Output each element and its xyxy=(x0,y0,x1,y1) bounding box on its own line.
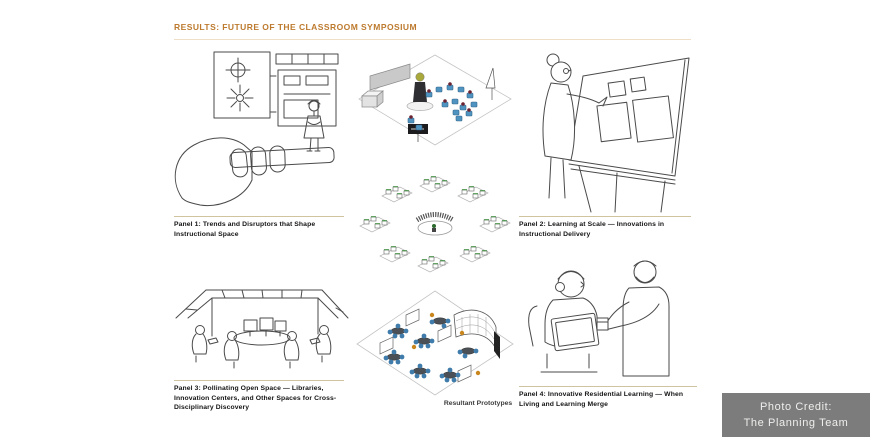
panel1-caption: Panel 1: Trends and Disruptors that Shap… xyxy=(174,221,316,238)
photo-credit-badge: Photo Credit: The Planning Team xyxy=(722,393,870,437)
room-drawing xyxy=(175,289,349,346)
facilitator-drawing xyxy=(542,53,608,199)
accent-chairs xyxy=(411,312,481,376)
flipchart xyxy=(485,67,496,89)
infographic-panels-drawing xyxy=(213,51,339,127)
center-platform xyxy=(415,212,455,236)
seated-learner-drawing xyxy=(528,270,600,373)
prototype-radial-cluster-illustration xyxy=(354,176,516,282)
panel3-caption-rule xyxy=(174,380,344,382)
page-title: RESULTS: FUTURE OF THE CLASSROOM SYMPOSI… xyxy=(174,22,418,32)
screen xyxy=(369,63,411,91)
standing-man-drawing xyxy=(596,260,670,377)
panel3-caption: Panel 3: Pollinating Open Space — Librar… xyxy=(174,385,337,412)
people-drawing xyxy=(191,325,332,369)
title-underline xyxy=(174,39,691,40)
photo-credit-line2: The Planning Team xyxy=(743,416,849,429)
panel4-caption: Panel 4: Innovative Residential Learning… xyxy=(519,391,684,408)
remote-device-drawing xyxy=(229,147,335,168)
hand-drawing xyxy=(174,137,286,207)
presenter-statue xyxy=(406,72,434,111)
photo-credit-line1: Photo Credit: xyxy=(759,400,832,413)
panel1-caption-rule xyxy=(174,216,344,218)
panel4-caption-rule xyxy=(519,386,697,388)
curved-wall xyxy=(453,309,500,359)
panel1-illustration-hand-remote xyxy=(172,46,344,214)
table-groups xyxy=(383,317,479,383)
resultant-prototypes-label: Resultant Prototypes xyxy=(443,400,513,407)
whiteboards xyxy=(379,308,472,383)
panel2-illustration-easel xyxy=(517,42,697,214)
easel-board-drawing xyxy=(568,57,690,213)
prototype-flexible-classroom-illustration xyxy=(354,287,516,397)
panel2-caption: Panel 2: Learning at Scale — Innovations… xyxy=(519,221,665,238)
panel4-illustration-residential xyxy=(517,246,697,382)
panel3-illustration-open-space xyxy=(172,278,352,378)
panel2-caption-rule xyxy=(519,216,691,218)
standing-woman-drawing xyxy=(303,100,325,152)
table-clusters xyxy=(359,176,511,273)
projector xyxy=(361,90,384,108)
chair-arcs xyxy=(407,82,478,131)
prototype-lecture-room-illustration xyxy=(356,52,514,150)
